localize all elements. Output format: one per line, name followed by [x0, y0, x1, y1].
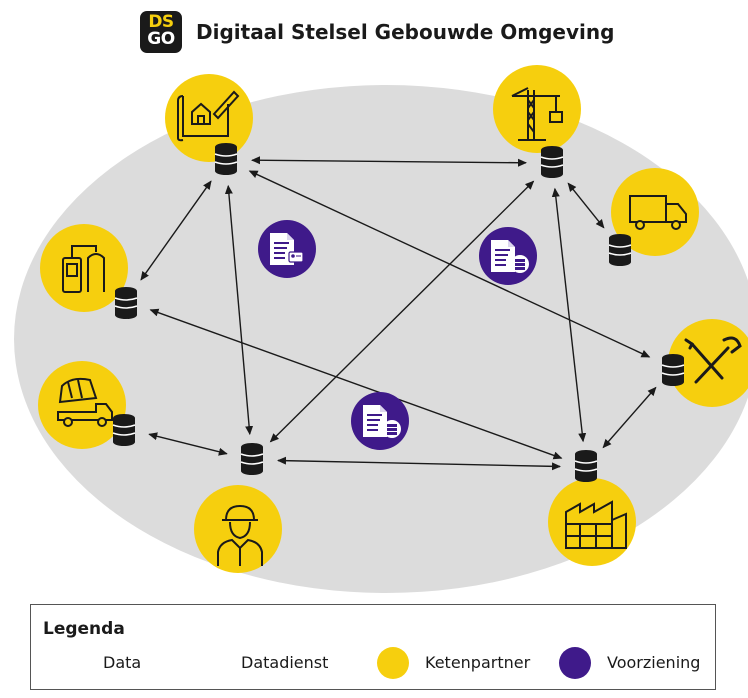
partner-worker [194, 442, 282, 573]
partner-tools [661, 319, 748, 407]
page-title: Digitaal Stelsel Gebouwde Omgeving [196, 20, 615, 44]
datadienst-connections [140, 156, 657, 471]
connection-factory-tools [602, 386, 657, 449]
construction-worker-icon [217, 504, 263, 566]
industrial-tanks-icon [62, 245, 105, 293]
cement-mixer-truck-icon [57, 377, 113, 427]
legend-data-label: Data [103, 653, 142, 672]
construction-crane-icon [511, 87, 563, 141]
partner-mixer [38, 361, 136, 449]
partner-factory [548, 449, 636, 566]
voorziening-2 [479, 227, 537, 285]
document-database-icon [490, 239, 529, 273]
voorziening-1 [258, 220, 316, 278]
partner-architect [165, 74, 253, 176]
dsgo-logo: DS GO [140, 11, 182, 53]
connection-mixer-worker [148, 432, 228, 456]
partner-plant [40, 224, 138, 320]
legend: Legenda Data Datadienst Ketenpartner Voo… [30, 604, 716, 690]
connection-crane-factory [551, 187, 587, 443]
document-database-icon [362, 404, 401, 438]
connection-plant-factory [149, 308, 563, 460]
partner-crane [493, 65, 581, 179]
legend-service-label: Datadienst [241, 653, 329, 672]
legend-provision-label: Voorziening [607, 653, 701, 672]
voorziening-3 [351, 392, 409, 450]
delivery-truck-icon [629, 195, 687, 230]
legend-title: Legenda [43, 619, 125, 639]
legend-provision-swatch [559, 647, 591, 679]
logo-line-2: GO [147, 29, 175, 49]
document-id-card-icon [269, 232, 304, 266]
connection-worker-factory [277, 456, 561, 471]
wrench-screwdriver-icon [684, 336, 742, 384]
factory-icon [565, 500, 627, 549]
blueprint-house-icon [177, 90, 240, 142]
header: DS GO Digitaal Stelsel Gebouwde Omgeving [0, 6, 748, 56]
legend-partner-swatch [377, 647, 409, 679]
connection-architect-crane [251, 156, 527, 167]
connection-architect-plant [140, 180, 212, 281]
logo-line-1: DS [148, 12, 174, 32]
partner-truck [608, 168, 699, 267]
legend-partner-label: Ketenpartner [425, 653, 531, 672]
